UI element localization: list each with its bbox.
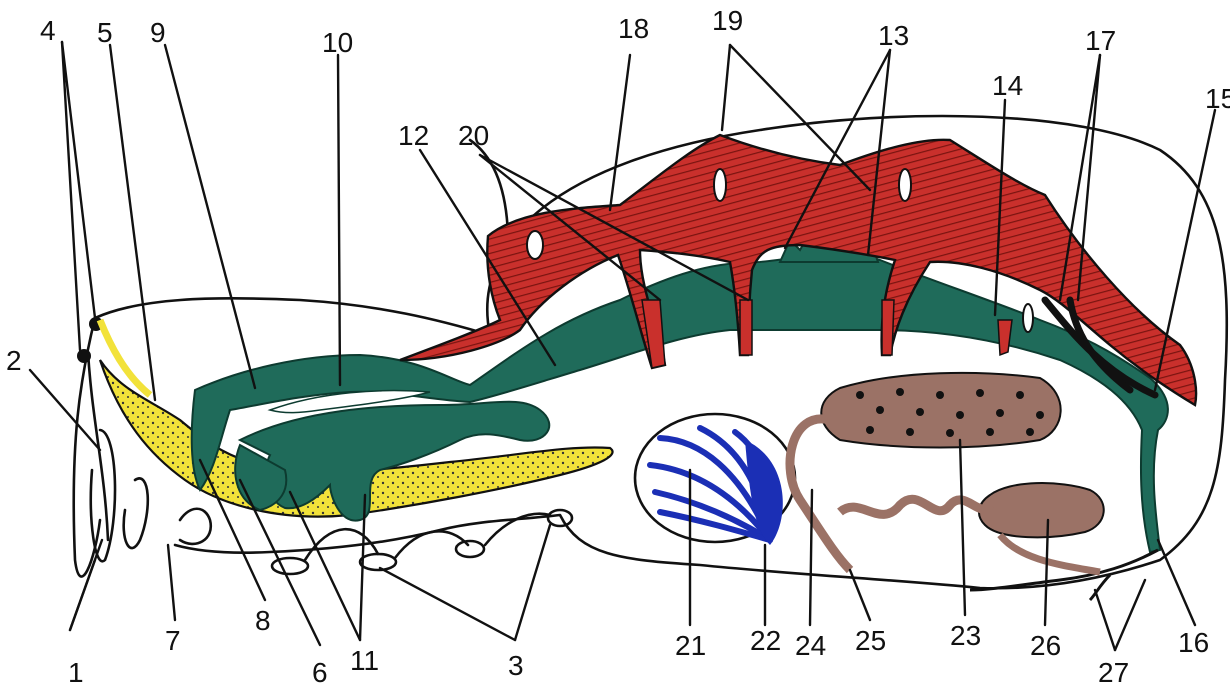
- label-18: 18: [618, 13, 649, 44]
- label-10: 10: [322, 27, 353, 58]
- testis: [979, 483, 1104, 537]
- label-6: 6: [312, 657, 328, 687]
- posterior-ducts: [970, 550, 1158, 600]
- yellow-lip-stripe: [100, 320, 150, 395]
- label-1: 1: [68, 657, 84, 687]
- label-16: 16: [1178, 627, 1209, 658]
- oviduct: [790, 419, 850, 570]
- label-15: 15: [1205, 83, 1230, 114]
- sperm-duct: [1000, 535, 1100, 572]
- label-20: 20: [458, 120, 489, 151]
- sperm-duct-coils: [840, 499, 990, 514]
- label-13: 13: [878, 20, 909, 51]
- label-2: 2: [6, 345, 22, 376]
- label-25: 25: [855, 625, 886, 656]
- label-22: 22: [750, 625, 781, 656]
- label-27: 27: [1098, 657, 1129, 687]
- label-12: 12: [398, 120, 429, 151]
- label-14: 14: [992, 70, 1023, 101]
- label-26: 26: [1030, 630, 1061, 661]
- label-7: 7: [165, 625, 181, 656]
- label-11: 11: [350, 645, 379, 676]
- tentacle-knob: [77, 349, 91, 363]
- label-21: 21: [675, 630, 706, 661]
- label-9: 9: [150, 17, 166, 48]
- label-24: 24: [795, 630, 826, 661]
- label-23: 23: [950, 620, 981, 651]
- label-3: 3: [508, 650, 524, 681]
- ovary: [821, 373, 1060, 448]
- label-19: 19: [712, 5, 743, 36]
- label-4: 4: [40, 15, 56, 46]
- label-5: 5: [97, 17, 113, 48]
- label-17: 17: [1085, 25, 1116, 56]
- label-8: 8: [255, 605, 271, 636]
